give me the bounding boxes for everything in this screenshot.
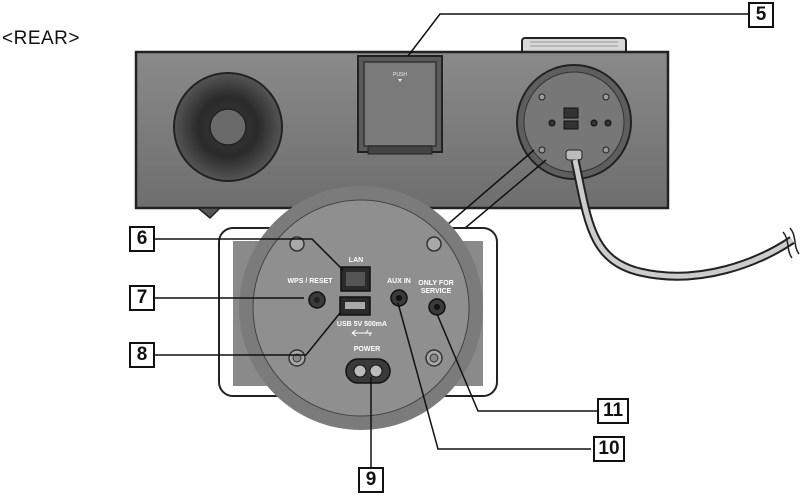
callout-10: 10 — [593, 436, 625, 462]
push-door — [357, 55, 443, 155]
usb-port — [339, 296, 371, 316]
aux-in-label: AUX IN — [387, 278, 411, 285]
callout-9: 9 — [358, 467, 384, 493]
leader-lines — [155, 13, 762, 467]
lan-port — [340, 266, 371, 292]
power-label: POWER — [354, 346, 380, 353]
power-socket — [345, 358, 391, 384]
push-label: PUSH — [393, 72, 407, 78]
speaker-icon — [173, 72, 283, 182]
service-port — [428, 298, 446, 316]
aux-in-jack — [390, 289, 408, 307]
zoom-lines — [439, 149, 547, 235]
wps-reset-label: WPS / RESET — [287, 278, 333, 285]
wps-reset-button — [308, 291, 326, 309]
service-label: SERVICE — [421, 288, 452, 295]
only-for-label: ONLY FOR — [418, 280, 453, 287]
callout-8: 8 — [129, 342, 155, 368]
view-label: <REAR> — [2, 28, 80, 49]
callout-11: 11 — [597, 398, 629, 424]
usb-icon — [351, 329, 372, 337]
callout-7: 7 — [129, 285, 155, 311]
rear-connector-disk — [516, 64, 632, 180]
callout-5: 5 — [748, 2, 774, 28]
lan-label: LAN — [349, 257, 363, 264]
usb-label: USB 5V 500mA — [337, 321, 387, 328]
callout-6: 6 — [129, 226, 155, 252]
power-cable — [570, 159, 800, 281]
